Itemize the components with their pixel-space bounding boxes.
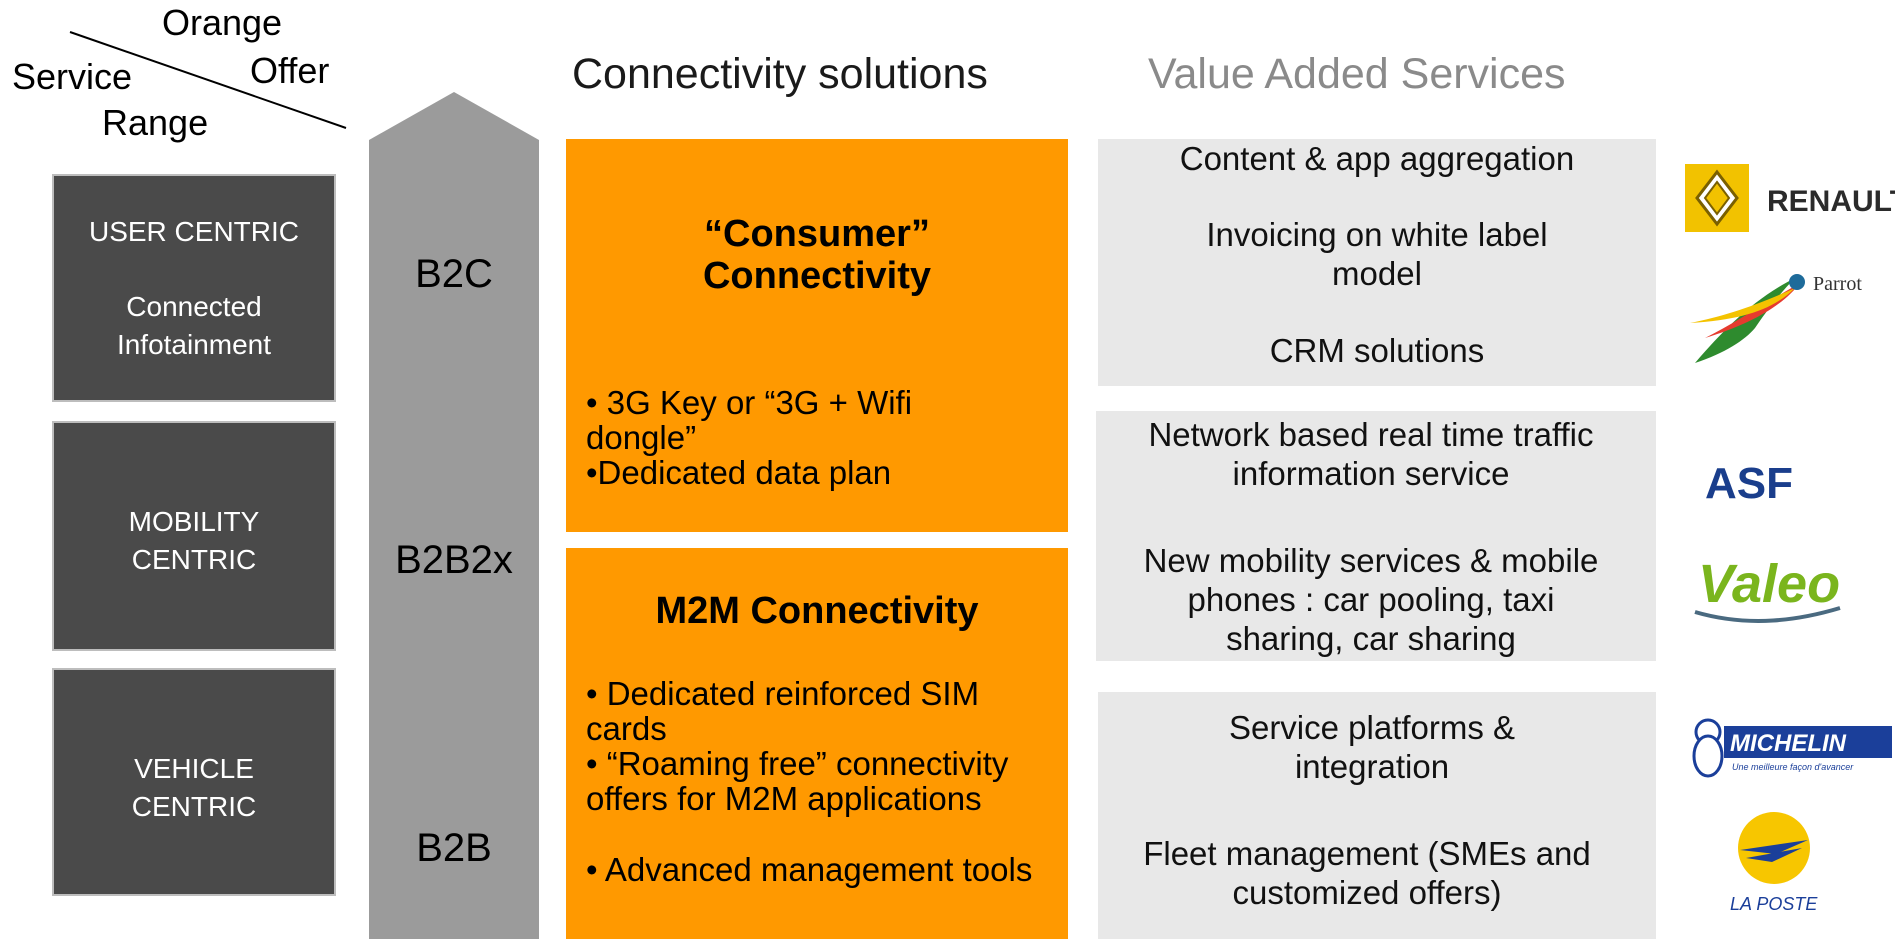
range-box-mobility-centric: MOBILITY CENTRIC bbox=[52, 421, 336, 651]
vas-item: CRM solutions bbox=[1269, 332, 1485, 369]
vas-item: Invoicing on white label model bbox=[1206, 216, 1548, 292]
range-subtitle: Connected Infotainment bbox=[116, 291, 272, 360]
consumer-title-line2: Connectivity bbox=[702, 255, 932, 297]
m2m-bullet: • Dedicated reinforced SIM cards bbox=[586, 675, 980, 747]
range-box-vehicle-centric: VEHICLE CENTRIC bbox=[52, 668, 336, 896]
consumer-title-line1: “Consumer” bbox=[704, 213, 930, 255]
asf-logo-text: ASF bbox=[1705, 459, 1793, 508]
header-service-label: Service bbox=[12, 56, 133, 97]
valeo-logo: Valeo bbox=[1694, 554, 1841, 623]
michelin-tagline-text: Une meilleure façon d'avancer bbox=[1732, 762, 1854, 772]
range-title: USER CENTRIC bbox=[88, 216, 299, 247]
m2m-bullet: • Advanced management tools bbox=[586, 851, 1033, 888]
michelin-logo-text: MICHELIN bbox=[1730, 730, 1847, 757]
parrot-logo: Parrot bbox=[1690, 273, 1862, 363]
asf-logo: ASF bbox=[1705, 459, 1793, 508]
consumer-connectivity-box: “Consumer” Connectivity • 3G Key or “3G … bbox=[566, 139, 1068, 532]
consumer-bullet: • 3G Key or “3G + Wifi dongle” bbox=[586, 384, 913, 456]
vas-item: Content & app aggregation bbox=[1179, 140, 1575, 177]
segment-label-b2b2x: B2B2x bbox=[395, 538, 513, 582]
vas-box-user: Content & app aggregation Invoicing on w… bbox=[1098, 139, 1656, 386]
consumer-bullet: •Dedicated data plan bbox=[586, 454, 892, 491]
vas-item: New mobility services & mobile phones : … bbox=[1143, 542, 1599, 657]
header-offer-label: Offer bbox=[250, 50, 330, 91]
valeo-logo-text: Valeo bbox=[1698, 554, 1840, 614]
laposte-logo: LA POSTE bbox=[1730, 812, 1818, 914]
vas-box-vehicle: Service platforms & integration Fleet ma… bbox=[1098, 692, 1656, 939]
renault-logo-text: RENAULT bbox=[1767, 185, 1895, 218]
m2m-title: M2M Connectivity bbox=[655, 590, 979, 632]
range-title: VEHICLE CENTRIC bbox=[131, 753, 257, 822]
header-orange-label: Orange bbox=[162, 2, 283, 43]
renault-logo: RENAULT bbox=[1685, 164, 1895, 232]
range-title: MOBILITY CENTRIC bbox=[128, 506, 260, 575]
segment-arrow bbox=[369, 92, 539, 939]
range-box-user-centric: USER CENTRIC Connected Infotainment bbox=[52, 174, 336, 402]
vas-item: Service platforms & integration bbox=[1228, 709, 1516, 785]
m2m-connectivity-box: M2M Connectivity • Dedicated reinforced … bbox=[566, 548, 1068, 939]
vas-column-title: Value Added Services bbox=[1148, 50, 1566, 98]
m2m-bullet: • “Roaming free” connectivity offers for… bbox=[586, 745, 1009, 817]
segment-label-b2b: B2B bbox=[416, 826, 492, 870]
vas-item: Network based real time traffic informat… bbox=[1148, 416, 1594, 492]
michelin-logo: MICHELIN Une meilleure façon d'avancer bbox=[1692, 718, 1892, 778]
header-diagonal-line bbox=[69, 31, 347, 129]
parrot-logo-text: Parrot bbox=[1813, 273, 1862, 295]
laposte-logo-text: LA POSTE bbox=[1730, 894, 1818, 914]
vas-item: Fleet management (SMEs and customized of… bbox=[1143, 835, 1591, 911]
header-range-label: Range bbox=[102, 102, 209, 143]
connectivity-column-title: Connectivity solutions bbox=[572, 50, 988, 98]
vas-box-mobility: Network based real time traffic informat… bbox=[1096, 411, 1656, 661]
segment-label-b2c: B2C bbox=[415, 252, 493, 296]
